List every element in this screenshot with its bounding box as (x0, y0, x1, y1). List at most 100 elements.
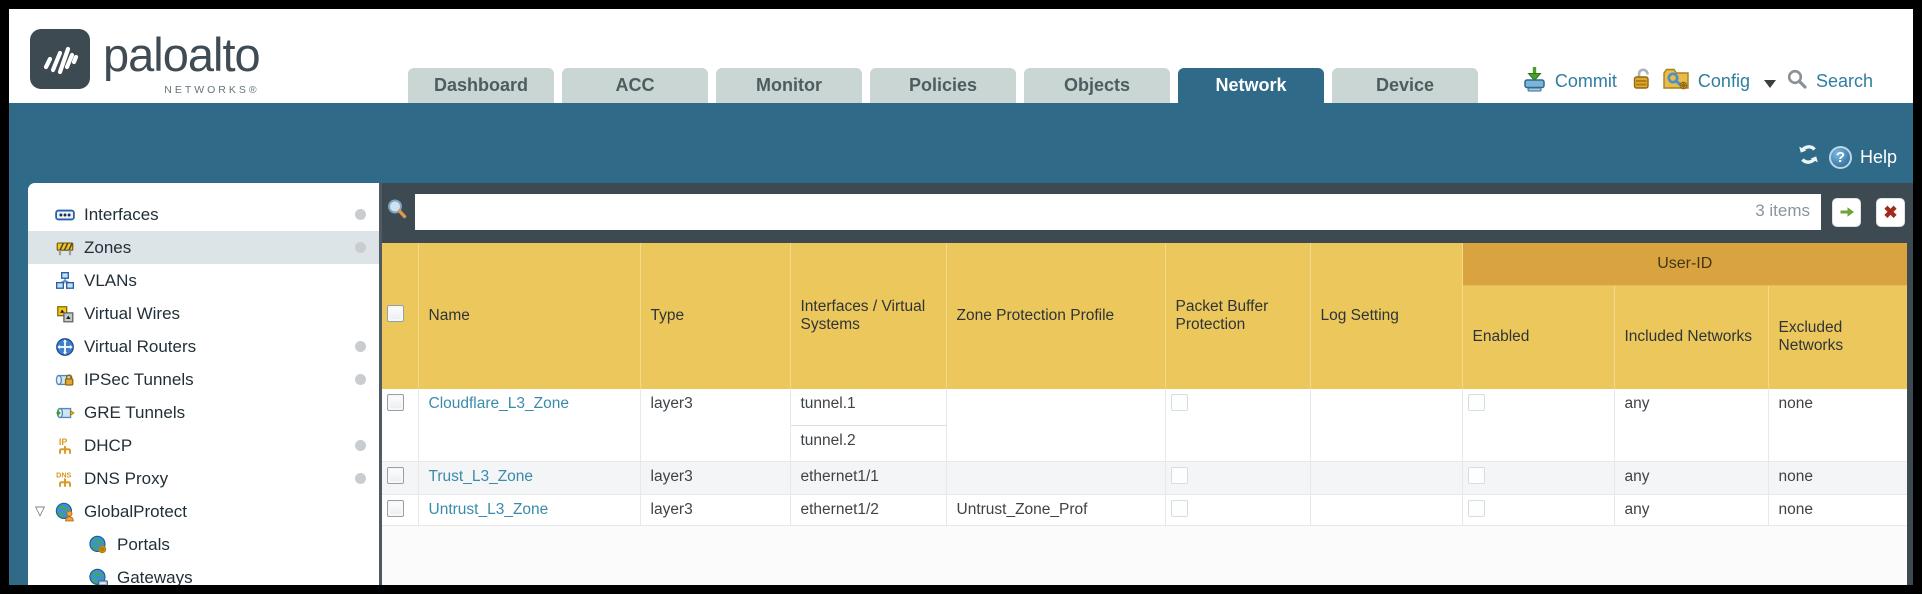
tab-dashboard[interactable]: Dashboard (408, 68, 554, 103)
search-menu[interactable]: Search (1815, 71, 1873, 91)
included-networks: any (1614, 389, 1769, 462)
col-header-log-setting[interactable]: Log Setting (1310, 243, 1463, 389)
select-all-checkbox[interactable] (387, 305, 404, 322)
items-count: 3 items (1755, 201, 1810, 220)
app-window: paloalto NETWORKS® Dashboard ACC Monitor… (9, 9, 1913, 585)
status-dot (355, 341, 366, 352)
tab-monitor[interactable]: Monitor (716, 68, 862, 103)
zone-type: layer3 (640, 494, 791, 526)
sidebar-item-ipsec-tunnels[interactable]: IPSec Tunnels (28, 363, 379, 396)
packet-buffer-checkbox[interactable] (1170, 500, 1188, 517)
sidebar-item-portals[interactable]: Portals (28, 528, 379, 561)
sidebar-item-zones[interactable]: Zones (28, 231, 379, 264)
brand-wordmark: paloalto (103, 28, 261, 81)
sidebar-item-globalprotect[interactable]: ▽ GlobalProtect (35, 501, 187, 521)
user-id-enabled-checkbox[interactable] (1467, 500, 1485, 517)
zone-protection-profile (946, 461, 1166, 495)
zone-name-link[interactable]: Trust_L3_Zone (428, 468, 534, 485)
clear-filter-button[interactable]: ✖ (1876, 197, 1905, 227)
globalprotect-icon (55, 502, 74, 521)
included-networks: any (1614, 494, 1769, 526)
zones-icon (56, 241, 74, 255)
sidebar-item-gre-tunnels[interactable]: GRE Tunnels (28, 396, 379, 429)
col-header-enabled[interactable]: Enabled (1462, 285, 1615, 389)
refresh-icon[interactable] (1796, 143, 1821, 171)
lock-icon[interactable] (1631, 67, 1654, 96)
zone-type: layer3 (640, 461, 791, 495)
status-dot (355, 374, 366, 385)
tab-device[interactable]: Device (1332, 68, 1478, 103)
zone-name-link[interactable]: Cloudflare_L3_Zone (428, 395, 569, 412)
sidebar-item-dns-proxy[interactable]: DNS DNS Proxy (28, 462, 379, 495)
user-id-enabled-checkbox[interactable] (1467, 467, 1485, 484)
select-all-checkbox-header (382, 243, 419, 389)
gateways-icon (89, 568, 108, 585)
zone-type: layer3 (640, 389, 791, 462)
search-icon[interactable] (1786, 68, 1808, 95)
excluded-networks: none (1768, 461, 1907, 495)
col-header-type[interactable]: Type (640, 243, 791, 389)
col-header-included-networks[interactable]: Included Networks (1614, 285, 1769, 389)
col-header-zone-protection-profile[interactable]: Zone Protection Profile (946, 243, 1166, 389)
packet-buffer-checkbox[interactable] (1170, 467, 1188, 484)
filter-bar: 3 items ✖ (382, 183, 1913, 241)
gre-tunnels-icon (56, 407, 75, 418)
zone-name-link[interactable]: Untrust_L3_Zone (428, 501, 549, 518)
row-checkbox[interactable] (387, 467, 404, 484)
log-setting (1310, 494, 1463, 526)
commit-button[interactable]: Commit (1554, 71, 1617, 91)
col-header-excluded-networks[interactable]: Excluded Networks (1768, 285, 1907, 389)
collapse-triangle-icon[interactable]: ▽ (35, 503, 45, 518)
zones-table-container: Name Type Interfaces / Virtual Systems Z… (382, 243, 1907, 585)
zone-protection-profile (946, 389, 1166, 462)
filter-search-icon (386, 198, 409, 226)
header-actions: Commit Config (1522, 66, 1879, 97)
sidebar-item-dhcp[interactable]: IP DHCP (28, 429, 379, 462)
packet-buffer-checkbox[interactable] (1170, 394, 1188, 411)
table-row: Cloudflare_L3_Zone layer3 tunnel.1 tunne… (382, 389, 1907, 462)
svg-text:IP: IP (59, 436, 67, 446)
zones-table: Name Type Interfaces / Virtual Systems Z… (382, 243, 1907, 526)
svg-text:DNS: DNS (56, 470, 71, 479)
tab-policies[interactable]: Policies (870, 68, 1016, 103)
sidebar-item-vlans[interactable]: VLANs (28, 264, 379, 297)
dhcp-icon: IP (59, 436, 71, 454)
sidebar-item-gateways[interactable]: Gateways (28, 561, 379, 585)
config-icon[interactable] (1662, 66, 1690, 97)
zone-interfaces: tunnel.1 tunnel.2 (790, 389, 947, 462)
band-actions: ? Help (1796, 143, 1897, 171)
interfaces-icon (55, 209, 75, 220)
commit-icon[interactable] (1522, 66, 1547, 97)
ipsec-tunnels-icon (55, 373, 74, 386)
sidebar-item-virtual-routers[interactable]: Virtual Routers (28, 330, 379, 363)
col-header-packet-buffer-protection[interactable]: Packet Buffer Protection (1165, 243, 1311, 389)
virtual-wires-icon (57, 305, 74, 322)
dns-proxy-icon: DNS (56, 470, 72, 487)
interface-value: tunnel.2 (790, 425, 946, 461)
apply-filter-button[interactable] (1832, 197, 1861, 227)
tab-network[interactable]: Network (1178, 68, 1324, 103)
portals-icon (89, 535, 107, 553)
status-dot (355, 440, 366, 451)
sidebar-item-interfaces[interactable]: Interfaces (28, 198, 379, 231)
zone-protection-profile: Untrust_Zone_Prof (946, 494, 1166, 526)
user-id-enabled-checkbox[interactable] (1467, 394, 1485, 411)
tab-objects[interactable]: Objects (1024, 68, 1170, 103)
sidebar-item-virtual-wires[interactable]: Virtual Wires (28, 297, 379, 330)
row-checkbox[interactable] (387, 394, 404, 411)
help-icon[interactable]: ? (1828, 145, 1852, 169)
chevron-down-icon[interactable] (1763, 79, 1776, 88)
network-sidebar: Interfaces Zones VLANs (28, 183, 382, 585)
tab-acc[interactable]: ACC (562, 68, 708, 103)
paloalto-logo-icon (30, 29, 90, 89)
col-header-name[interactable]: Name (418, 243, 641, 389)
included-networks: any (1614, 461, 1769, 495)
filter-input[interactable] (415, 194, 1821, 230)
row-checkbox[interactable] (387, 500, 404, 517)
status-dot (355, 242, 366, 253)
zone-interfaces: ethernet1/2 (790, 494, 947, 526)
help-link[interactable]: Help (1859, 146, 1897, 167)
status-dot (355, 473, 366, 484)
col-header-interfaces[interactable]: Interfaces / Virtual Systems (790, 243, 947, 389)
config-menu[interactable]: Config (1697, 71, 1750, 91)
